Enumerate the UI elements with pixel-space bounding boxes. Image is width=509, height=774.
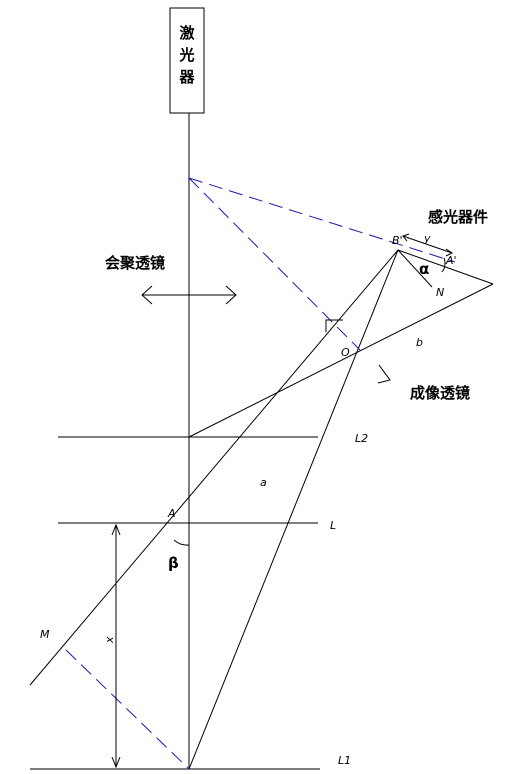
imaging-lens-mark-top — [325, 319, 343, 332]
beta-arc — [173, 539, 190, 546]
laser-box — [169, 7, 205, 114]
label-M: M — [40, 628, 50, 641]
laser-label-1: 激 — [179, 24, 195, 42]
label-a: a — [260, 476, 267, 489]
sensor-line — [397, 249, 494, 285]
label-x: x — [103, 636, 116, 644]
converging-lens-arrow — [141, 285, 237, 305]
ray-from-L2 — [188, 283, 494, 438]
label-O: O — [341, 346, 350, 359]
dashed-laser-to-sensor — [188, 177, 456, 263]
label-B-prime: B' — [392, 234, 403, 247]
label-A: A — [167, 507, 176, 520]
ray-from-A — [29, 249, 399, 686]
dashed-laser-to-O — [188, 177, 361, 351]
label-beta: β — [168, 554, 179, 572]
sensor-label: 感光器件 — [428, 208, 488, 226]
laser-label-2: 光 — [178, 46, 194, 64]
imaging-lens-mark-bottom — [377, 364, 391, 384]
label-b: b — [416, 336, 423, 349]
label-L1: L1 — [338, 754, 351, 767]
label-N: N — [436, 286, 444, 299]
imaging-lens-label: 成像透镜 — [410, 384, 470, 402]
y-dimension-arrow — [402, 233, 453, 257]
alpha-arc — [441, 257, 446, 273]
label-L2: L2 — [355, 432, 368, 445]
converging-lens-label: 会聚透镜 — [105, 254, 165, 272]
x-dimension-arrow — [111, 523, 121, 769]
ray-from-L1 — [188, 249, 399, 770]
normal-line-N — [397, 249, 433, 288]
label-A-prime: A' — [445, 254, 457, 267]
label-alpha: α — [419, 260, 429, 278]
label-L: L — [330, 519, 336, 532]
label-y: y — [423, 232, 431, 245]
dashed-M-to-L1 — [65, 649, 190, 770]
laser-label-3: 器 — [178, 68, 195, 86]
